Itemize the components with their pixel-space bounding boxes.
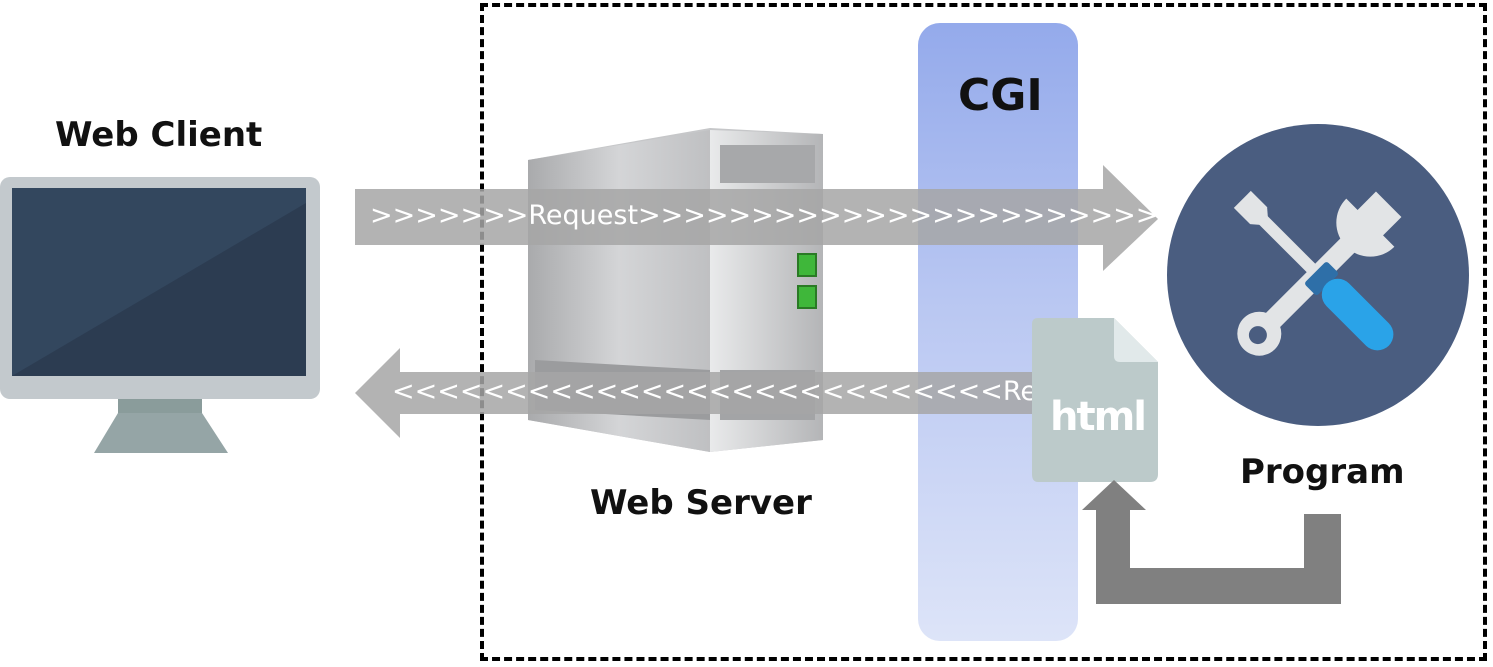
response-arrow — [355, 348, 1035, 438]
program-label: Program — [1240, 452, 1405, 492]
request-arrow — [355, 165, 1158, 271]
html-file-icon — [1032, 318, 1158, 482]
return-arrow — [1082, 480, 1341, 604]
html-file-label: html — [1050, 394, 1147, 440]
tools-icon — [1167, 124, 1469, 426]
web-server-label: Web Server — [590, 483, 812, 523]
request-label: >>>>>>>Request>>>>>>>>>>>>>>>>>>>>>>>>>>… — [370, 200, 1249, 231]
web-client-label: Web Client — [55, 115, 263, 155]
monitor-icon — [0, 177, 320, 453]
server-boundary-box — [480, 3, 1487, 661]
cgi-label: CGI — [958, 70, 1043, 121]
